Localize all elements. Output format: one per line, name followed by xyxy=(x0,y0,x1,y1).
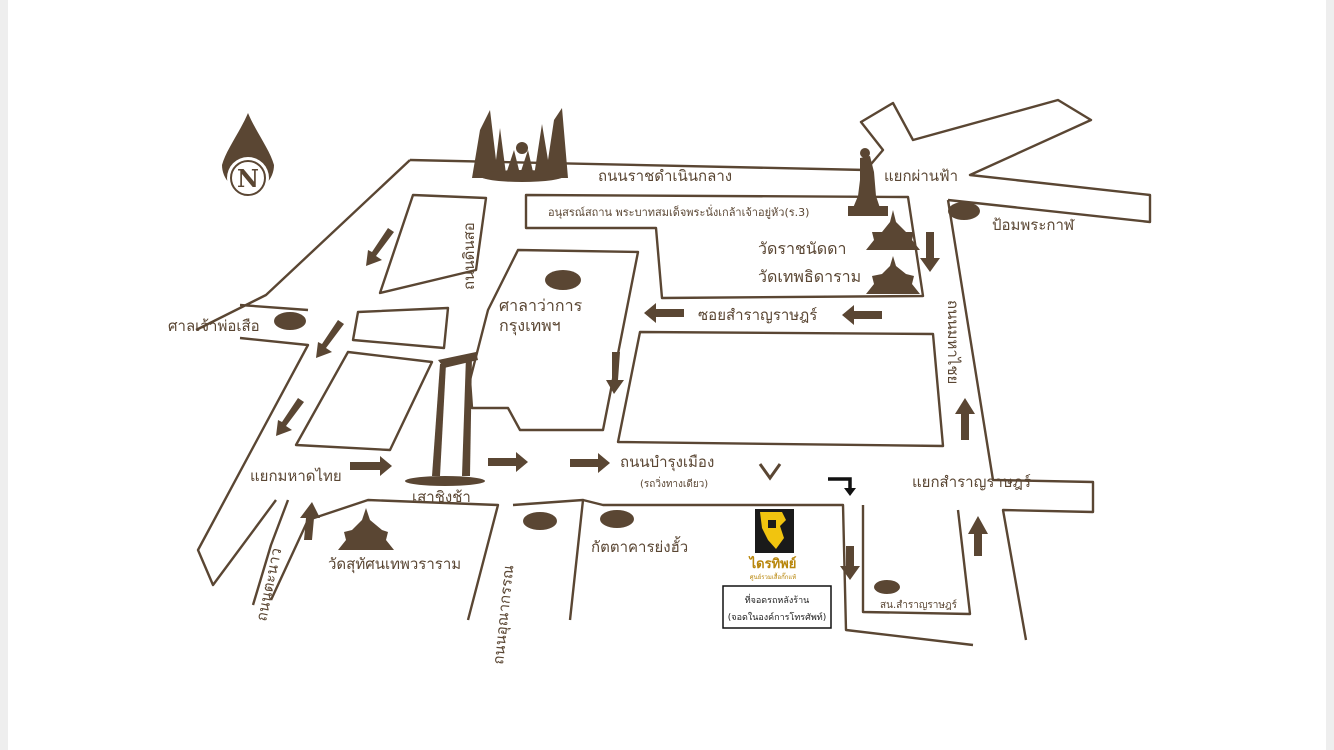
road-arrow-icon xyxy=(842,305,882,325)
road-arrow-icon xyxy=(276,398,304,436)
label-shrine: ศาลเจ้าพ่อเสือ xyxy=(168,317,260,335)
road-arrow-icon xyxy=(570,453,610,473)
shop-tagline: ศูนย์รวมเสื้อกั๊กแท้ xyxy=(750,571,796,581)
label-wat-suthat: วัดสุทัศนเทพวราราม xyxy=(328,555,461,574)
shop-logo-icon xyxy=(755,509,794,553)
label-samran-junction: แยกสำราญราษฎร์ xyxy=(912,473,1031,491)
road-arrow-icon xyxy=(488,452,528,472)
shop-name: ไดรทิพย์ xyxy=(748,555,797,572)
label-city-hall-1: ศาลาว่าการ xyxy=(499,296,583,315)
label-wat-thep: วัดเทพธิดาราม xyxy=(758,267,861,286)
pavilion-icon xyxy=(523,512,557,530)
king-statue-icon xyxy=(848,148,888,216)
label-wat-ratchanatda: วัดราชนัดดา xyxy=(758,239,847,258)
road-arrow-icon xyxy=(300,502,320,540)
road-arrow-icon xyxy=(366,228,394,266)
road-label-dinso: ถนนดินสอ xyxy=(460,222,478,290)
temple-icon xyxy=(338,508,394,550)
temple-icon xyxy=(866,210,920,250)
parking-line-1: ที่จอดรถหลังร้าน xyxy=(745,593,810,606)
label-mahat-thai: แยกมหาดไทย xyxy=(250,467,342,485)
giant-swing-icon xyxy=(405,352,485,486)
map-page: N xyxy=(8,0,1326,750)
pavilion-icon xyxy=(948,202,980,220)
road-arrow-icon xyxy=(955,398,975,440)
label-city-hall-2: กรุงเทพฯ xyxy=(499,316,561,336)
label-giant-swing: เสาชิงช้า xyxy=(412,488,471,506)
temple-icon xyxy=(866,256,920,294)
road-label-bamrung-note: (รถวิ่งทางเดียว) xyxy=(640,476,708,490)
road-arrow-icon xyxy=(920,232,940,272)
compass-letter: N xyxy=(237,164,259,193)
pavilion-icon xyxy=(600,510,634,528)
north-compass-icon: N xyxy=(222,113,274,199)
road-arrow-icon xyxy=(350,456,392,476)
road-label-tanao: ถนนตะนาว xyxy=(252,546,285,623)
label-monument: อนุสรณ์สถาน พระบาทสมเด็จพระนั่งเกล้าเจ้า… xyxy=(548,204,809,219)
turn-arrow-icon xyxy=(828,477,852,490)
road-arrow-icon xyxy=(644,303,684,323)
pavilion-icon xyxy=(274,312,306,330)
pavilion-icon xyxy=(545,270,581,290)
road-arrow-icon xyxy=(840,546,860,580)
label-police: สน.สำราญราษฎร์ xyxy=(880,599,958,611)
road-arrows xyxy=(276,228,988,580)
road-arrow-icon xyxy=(316,320,344,358)
road-arrow-icon xyxy=(968,516,988,556)
label-pom: ป้อมพระกาฬ xyxy=(992,216,1075,234)
road-label-unakan: ถนนอุณากรรณ xyxy=(489,564,518,666)
label-phan-fa: แยกผ่านฟ้า xyxy=(884,167,958,185)
democracy-monument-icon xyxy=(472,108,568,182)
road-label-mahachai: ถนนมหาไชย xyxy=(944,300,962,384)
city-blocks xyxy=(294,193,945,452)
parking-line-2: (จอดในองค์การโทรศัพท์) xyxy=(728,611,826,623)
road-network xyxy=(195,98,1152,647)
route-map: N xyxy=(168,98,1152,666)
label-kat: กัตตาคารย่งฮั้ว xyxy=(591,536,688,556)
road-arrow-icon xyxy=(606,352,624,394)
chevron-down-icon xyxy=(758,463,782,481)
parking-box xyxy=(722,585,832,629)
pavilion-icon xyxy=(874,580,900,594)
road-label-soi-samran: ซอยสำราญราษฎร์ xyxy=(698,306,817,324)
road-label-bamrung: ถนนบำรุงเมือง xyxy=(620,453,714,472)
road-label-ratchadamnoen: ถนนราชดำเนินกลาง xyxy=(598,167,732,185)
